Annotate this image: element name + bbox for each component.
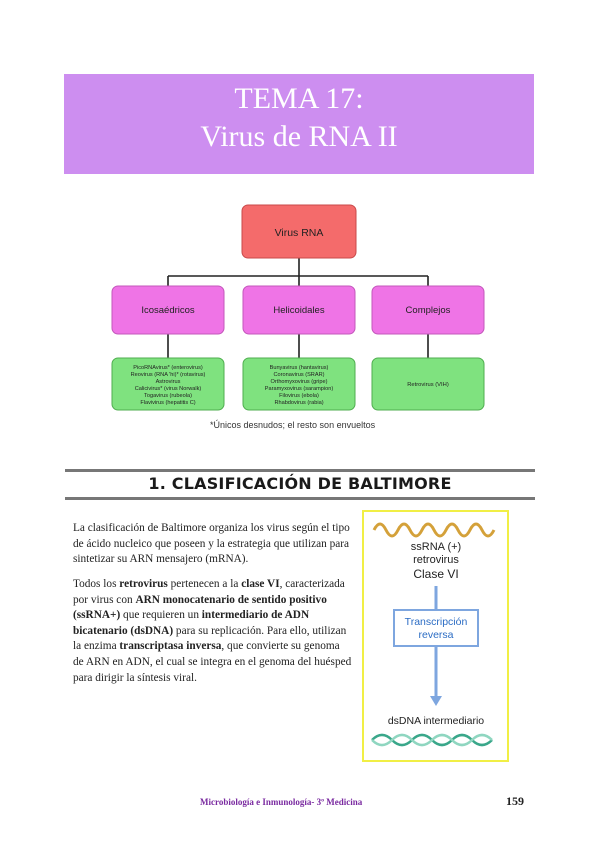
fig-line-ssrna: ssRNA (+)	[411, 541, 461, 553]
p2-bold-retrovirus: retrovirus	[119, 578, 168, 590]
category-box-helicoidales	[242, 285, 356, 335]
p2-text-5: para su replicación. Para ello, utilizan…	[73, 624, 347, 653]
leaf-box-complejos	[371, 357, 485, 411]
leaf-com-1: Retrovirus (VIH)	[407, 382, 449, 388]
leaf-ico-6: Flavivirus (hepatitis C)	[140, 400, 195, 406]
leaf-hel-5: Filovirus (ebola)	[279, 393, 319, 399]
leaf-box-helicoidales	[242, 357, 356, 411]
category-box-complejos	[371, 285, 485, 335]
footer-course: Microbiología e Inmunología- 3º Medicina	[200, 797, 363, 807]
ssrna-strand-icon	[372, 522, 496, 538]
p2-bold-ssrna: ARN monocatenario de sentido positivo (s…	[73, 593, 327, 622]
section-rule-top	[65, 469, 535, 472]
virus-rna-tree-diagram: Virus RNA Icosaédricos Helicoidales Comp…	[111, 204, 485, 411]
leaf-ico-3: Astrovirus	[156, 379, 181, 385]
arrow-down-icon	[430, 696, 442, 706]
dsdna-strand-b-icon	[371, 733, 493, 747]
p2-text-4: que requieren un	[120, 609, 202, 622]
paragraph-retrovirus: Todos los retrovirus pertenecen a la cla…	[73, 577, 353, 686]
leaf-ico-4: Calicivirus* (virus Norwalk)	[135, 386, 202, 392]
fig-enzyme-line-2: reversa	[418, 629, 453, 641]
leaf-hel-2: Coronavirus (SRAR)	[274, 372, 325, 378]
leaf-ico-1: PicoRNAvirus* (enterovirus)	[133, 365, 203, 371]
category-label-icosaedricos: Icosaédricos	[141, 305, 195, 316]
title-line-1: TEMA 17:	[234, 82, 364, 115]
title-banner: TEMA 17: Virus de RNA II	[64, 74, 534, 174]
p2-bold-dsdna: intermediario de ADN bicatenario (dsDNA)	[73, 609, 310, 637]
p2-text-1: Todos los	[73, 578, 120, 590]
leaf-hel-1: Bunyavirus (hantavirus)	[270, 365, 329, 371]
leaf-ico-5: Togavirus (rubeola)	[144, 393, 192, 399]
p2-text-2: pertenecen a la	[167, 578, 242, 590]
enzyme-box	[393, 609, 479, 647]
leaf-box-icosaedricos	[111, 357, 225, 411]
p2-text-6: , que convierte su genoma de ARN en ADN,…	[73, 640, 352, 684]
section-title: 1. CLASIFICACIÓN DE BALTIMORE	[148, 474, 452, 493]
fig-line-retrovirus: retrovirus	[413, 554, 459, 566]
root-node-label: Virus RNA	[275, 227, 324, 239]
category-label-helicoidales: Helicoidales	[273, 305, 324, 316]
leaf-ico-2: Reovirus (RNA 'hi)* (rotavirus)	[131, 372, 206, 378]
retrovirus-figure-graphic: ssRNA (+) retrovirus Clase VI Transcripc…	[371, 522, 496, 747]
retrovirus-figure: ssRNA (+) retrovirus Clase VI Transcripc…	[362, 510, 509, 762]
root-node-box	[241, 204, 357, 259]
leaf-hel-3: Orthomyxovirus (gripe)	[271, 379, 328, 385]
page-number: 159	[506, 794, 524, 808]
category-box-icosaedricos	[111, 285, 225, 335]
leaf-hel-6: Rhabdovirus (rabia)	[274, 400, 323, 406]
category-label-complejos: Complejos	[406, 305, 451, 316]
diagram-footnote: *Únicos desnudos; el resto son envueltos	[210, 420, 376, 430]
tree-connectors	[167, 258, 429, 358]
section-rule-bottom	[65, 497, 535, 500]
paragraph-baltimore-intro: La clasificación de Baltimore organiza l…	[73, 522, 350, 566]
p2-bold-transcriptasa: transcriptasa inversa	[119, 640, 222, 653]
leaf-hel-4: Paramyxovirus (sarampion)	[265, 386, 334, 392]
p2-text-3: , caracterizada por virus con	[73, 578, 345, 606]
p2-bold-clase-vi: clase VI	[241, 578, 280, 590]
title-line-2: Virus de RNA II	[200, 120, 398, 153]
fig-line-dsdna: dsDNA intermediario	[388, 715, 484, 727]
fig-enzyme-line-1: Transcripción	[405, 616, 468, 628]
fig-line-clase: Clase VI	[413, 567, 458, 581]
